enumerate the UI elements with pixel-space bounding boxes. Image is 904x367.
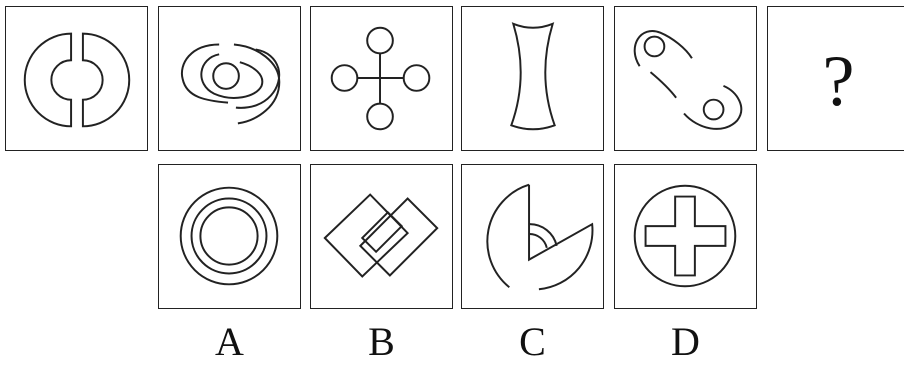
nested-ellipses-figure [159,7,300,150]
sequence-figure-2 [158,6,301,151]
concentric-circles-figure [159,165,300,308]
option-d-figure[interactable] [614,164,757,309]
option-a-figure[interactable] [158,164,301,309]
four-circle-cross-figure [311,7,452,150]
sequence-figure-3 [310,6,453,151]
sequence-figure-4 [461,6,604,151]
question-mark: ? [768,45,904,117]
option-a-label[interactable]: A [158,322,301,362]
sequence-figure-1 [5,6,148,151]
question-panel: ? [767,6,904,151]
option-b-label[interactable]: B [310,322,453,362]
option-c-figure[interactable] [461,164,604,309]
circle-cross-figure [615,165,756,308]
linked-circles-figure [615,7,756,150]
sector-arcs-figure [462,165,603,308]
sequence-figure-5 [614,6,757,151]
overlapping-rectangles-figure [311,165,452,308]
option-b-figure[interactable] [310,164,453,309]
option-d-label[interactable]: D [614,322,757,362]
option-c-label[interactable]: C [461,322,604,362]
split-ring-figure [6,7,147,150]
concave-shape-figure [462,7,603,150]
